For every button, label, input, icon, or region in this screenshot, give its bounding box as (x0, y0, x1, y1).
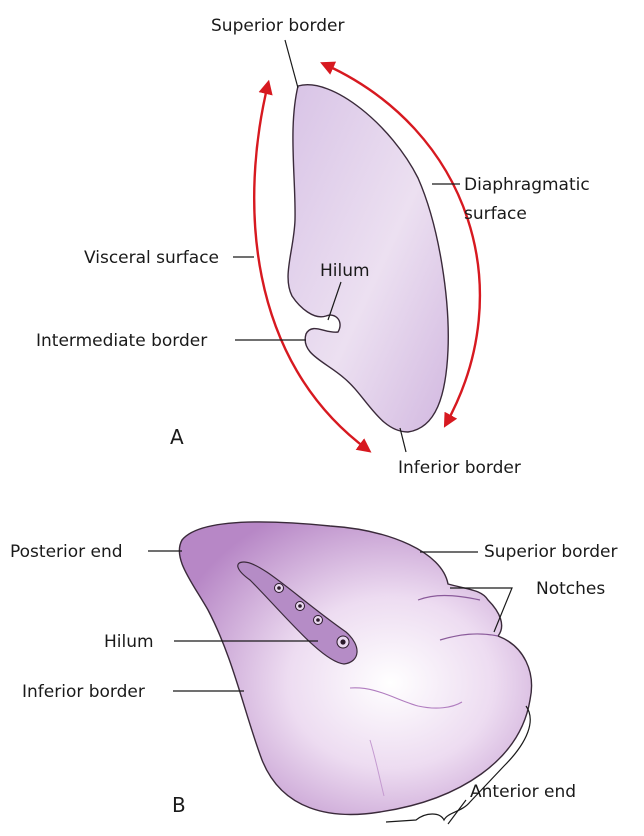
inferior-border-label-b: Inferior border (22, 682, 145, 702)
intermediate-border-label: Intermediate border (36, 331, 207, 351)
diaphragmatic-surface-label-line2: surface (464, 204, 527, 224)
superior-border-leader-a (285, 40, 298, 88)
view-a: Superior border Diaphragmatic surface Vi… (36, 16, 590, 478)
spleen-b-shape (179, 522, 531, 814)
visceral-surface-label: Visceral surface (84, 248, 219, 268)
diaphragmatic-surface-label-line1: Diaphragmatic (464, 175, 590, 195)
posterior-end-label: Posterior end (10, 542, 123, 562)
view-b: Posterior end Superior border Notches Hi… (10, 522, 617, 824)
spleen-a-shape (288, 85, 448, 432)
hilum-label-a: Hilum (320, 261, 370, 281)
anterior-end-label: Anterior end (470, 782, 576, 802)
notches-label: Notches (536, 579, 605, 599)
inferior-border-label-a: Inferior border (398, 458, 521, 478)
panel-letter-b: B (172, 793, 186, 817)
anterior-end-leader (448, 800, 466, 824)
panel-letter-a: A (170, 425, 184, 449)
superior-border-label-b: Superior border (484, 542, 617, 562)
hilum-label-b: Hilum (104, 632, 154, 652)
superior-border-label-a: Superior border (211, 16, 344, 36)
